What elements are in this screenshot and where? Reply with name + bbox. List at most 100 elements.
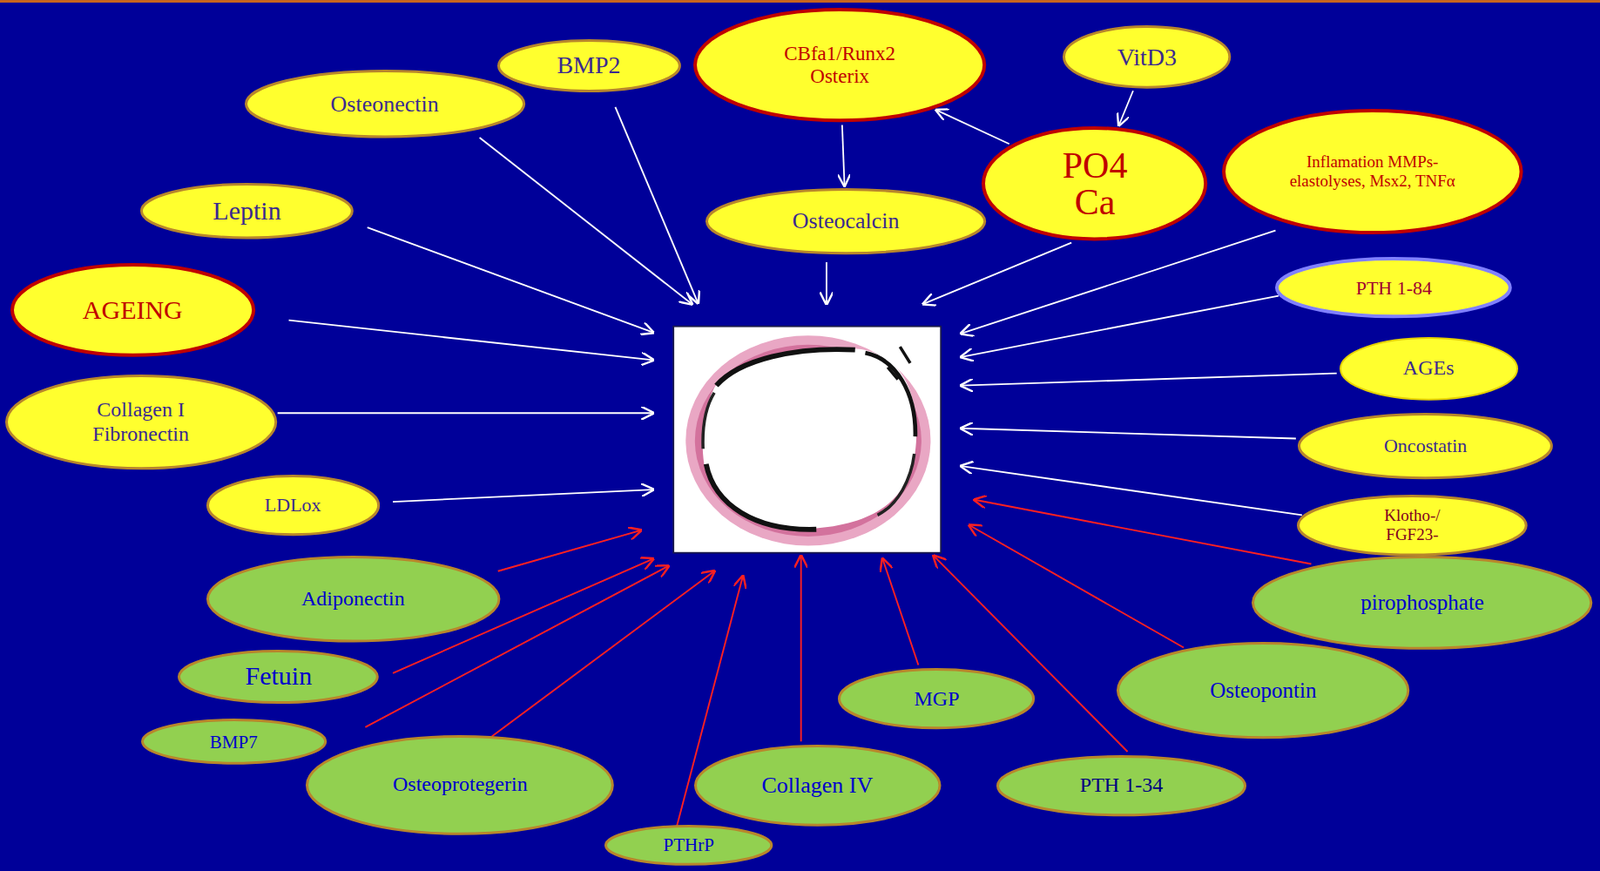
inhibitor-ellipse: Osteoprotegerin bbox=[305, 735, 615, 836]
ellipse-shape bbox=[179, 650, 379, 703]
ellipse-shape bbox=[141, 184, 353, 238]
inhibitor-arrow bbox=[882, 559, 919, 666]
promoter-ellipse: PO4 Ca bbox=[981, 126, 1208, 241]
factor-label: Osteoprotegerin bbox=[392, 772, 528, 797]
top-rule bbox=[0, 0, 1600, 3]
factor-label: Oncostatin bbox=[1383, 434, 1467, 457]
ellipse-shape bbox=[707, 189, 986, 254]
factor-label: Collagen I Fibronectin bbox=[64, 398, 218, 446]
promoter-ellipse: AGEs bbox=[1339, 337, 1519, 401]
ellipse-shape bbox=[207, 475, 379, 534]
factor-label: MGP bbox=[913, 687, 959, 712]
promoter-ellipse: Collagen I Fibronectin bbox=[5, 374, 277, 470]
promoter-arrows bbox=[277, 107, 1337, 515]
factor-label: AGEING bbox=[82, 295, 183, 326]
inhibitor-ellipse: Osteopontin bbox=[1116, 641, 1410, 739]
factor-label: Osteopontin bbox=[1209, 678, 1317, 704]
ellipse-shape bbox=[207, 556, 499, 642]
factor-label: PO4 Ca bbox=[1048, 147, 1141, 221]
ellipse-shape bbox=[695, 9, 985, 121]
artery-section-image bbox=[673, 326, 941, 554]
ellipse-shape bbox=[1118, 643, 1409, 738]
promoter-ellipse: Oncostatin bbox=[1297, 412, 1553, 480]
factor-label: PTHrP bbox=[663, 834, 715, 856]
inhibitor-ellipse: PTHrP bbox=[604, 824, 773, 866]
promoter-ellipse: Inflamation MMPs-elastolyses, Msx2, TNFα bbox=[1221, 108, 1524, 235]
factor-label: pirophosphate bbox=[1360, 590, 1485, 616]
factor-label: PTH 1-84 bbox=[1356, 276, 1432, 299]
promoter-ellipse: LDLox bbox=[206, 474, 380, 536]
factor-label: AGEs bbox=[1403, 356, 1455, 381]
ellipse-shape bbox=[1223, 110, 1522, 233]
ellipse-shape bbox=[1340, 337, 1518, 400]
inhibitor-arrow bbox=[969, 525, 1184, 649]
ellipse-shape bbox=[1253, 557, 1592, 649]
factor-label: Adiponectin bbox=[301, 587, 406, 612]
promoter-ellipse: AGEING bbox=[10, 263, 256, 358]
inhibitor-arrow bbox=[498, 530, 642, 572]
ellipse-shape bbox=[1299, 413, 1553, 478]
factor-label: Fetuin bbox=[244, 661, 312, 692]
inhibitor-arrow bbox=[800, 555, 803, 742]
pathway-arrow bbox=[1119, 90, 1134, 126]
factor-label: Leptin bbox=[212, 195, 281, 227]
inhibitor-ellipse: PTH 1-34 bbox=[996, 755, 1247, 817]
factor-label: LDLox bbox=[264, 493, 322, 516]
inhibitor-ellipse: Fetuin bbox=[177, 649, 379, 704]
media-layer bbox=[695, 344, 922, 537]
promoter-ellipse: Klotho-/ FGF23- bbox=[1296, 494, 1528, 557]
factor-label: CBfa1/Runx2 Osterix bbox=[762, 42, 917, 89]
factor-label: Klotho-/ FGF23- bbox=[1366, 506, 1459, 545]
calcification bbox=[877, 453, 915, 515]
promoter-arrow bbox=[479, 137, 693, 304]
promoter-ellipse: CBfa1/Runx2 Osterix bbox=[693, 7, 986, 122]
promoter-arrow bbox=[289, 320, 654, 361]
promoter-arrow bbox=[961, 428, 1297, 439]
factor-label: VitD3 bbox=[1117, 43, 1177, 72]
ellipse-shape bbox=[606, 825, 772, 865]
ellipse-shape bbox=[839, 669, 1034, 729]
ellipse-shape bbox=[1298, 496, 1527, 556]
ellipse-shape bbox=[12, 264, 254, 356]
promoter-arrow bbox=[392, 489, 654, 502]
factor-label: Osteonectin bbox=[330, 91, 439, 118]
pathway-arrow bbox=[842, 125, 845, 187]
factor-label: PTH 1-34 bbox=[1080, 773, 1163, 798]
inhibitor-arrow bbox=[974, 499, 1312, 565]
promoter-arrow bbox=[961, 373, 1337, 386]
factor-label: Inflamation MMPs-elastolyses, Msx2, TNFα bbox=[1288, 152, 1457, 191]
ellipse-shape bbox=[1064, 27, 1230, 88]
ellipse-shape bbox=[998, 756, 1246, 815]
calcification bbox=[887, 346, 911, 379]
promoter-ellipse: Leptin bbox=[140, 182, 354, 239]
ellipse-shape bbox=[1276, 258, 1511, 317]
promoter-ellipse: BMP2 bbox=[497, 39, 682, 93]
inhibitor-ellipse: Adiponectin bbox=[206, 555, 500, 643]
inhibitor-ellipse: MGP bbox=[837, 668, 1035, 730]
promoter-arrow bbox=[961, 296, 1279, 358]
factor-label: BMP7 bbox=[209, 731, 258, 753]
ellipse-shape bbox=[307, 735, 614, 834]
inhibitor-ellipse: Collagen IV bbox=[694, 744, 942, 827]
factor-label: Osteocalcin bbox=[792, 208, 900, 235]
factor-label: BMP2 bbox=[556, 51, 621, 80]
promoter-ellipse: Osteocalcin bbox=[705, 188, 986, 255]
promoter-ellipse: VitD3 bbox=[1062, 25, 1231, 89]
calcification bbox=[864, 352, 915, 437]
ellipse-shape bbox=[983, 128, 1206, 239]
promoter-arrow bbox=[277, 411, 654, 414]
inhibitor-arrow bbox=[492, 571, 715, 737]
promoter-arrow bbox=[825, 262, 828, 304]
calcification bbox=[702, 392, 715, 449]
pathway-arrow bbox=[936, 109, 1010, 144]
ellipse-shape bbox=[6, 376, 276, 469]
promoter-ellipse: PTH 1-84 bbox=[1275, 256, 1513, 318]
ellipse-shape bbox=[245, 71, 524, 137]
promoter-arrow bbox=[961, 230, 1276, 334]
image-frame bbox=[673, 326, 941, 554]
calcification bbox=[715, 349, 855, 386]
factor-label: Collagen IV bbox=[762, 772, 874, 799]
ellipse-shape bbox=[141, 720, 325, 764]
